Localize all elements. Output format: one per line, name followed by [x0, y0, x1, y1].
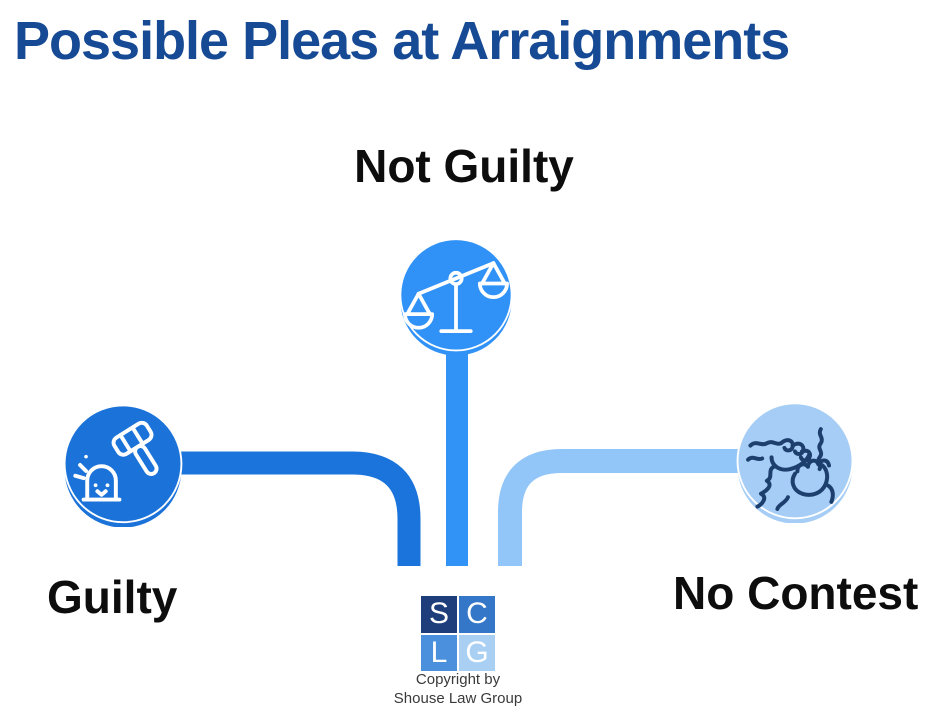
no-contest-connector — [498, 449, 794, 566]
logo-cell-c: C — [459, 596, 495, 633]
copyright-line-1: Copyright by — [415, 671, 501, 688]
logo-cell-g: G — [459, 634, 495, 671]
not-guilty-label: Not Guilty — [354, 140, 574, 192]
copyright-text: Copyright by Shouse Law Group — [358, 671, 558, 709]
no-contest-node — [734, 401, 856, 523]
logo-cell-l: L — [421, 634, 457, 671]
page-title: Possible Pleas at Arraignments — [14, 11, 790, 71]
fists-icon — [736, 402, 854, 523]
scales-icon — [399, 238, 513, 355]
guilty-node — [61, 403, 185, 527]
copyright-line-2: Shouse Law Group — [393, 689, 523, 707]
sclg-logo: S C L G — [421, 596, 495, 671]
not-guilty-node — [397, 237, 515, 355]
guilty-connector — [123, 451, 421, 566]
no-contest-label: No Contest — [673, 567, 919, 619]
logo-cell-s: S — [421, 596, 457, 633]
gavel-icon — [63, 404, 183, 527]
guilty-label: Guilty — [47, 571, 178, 623]
